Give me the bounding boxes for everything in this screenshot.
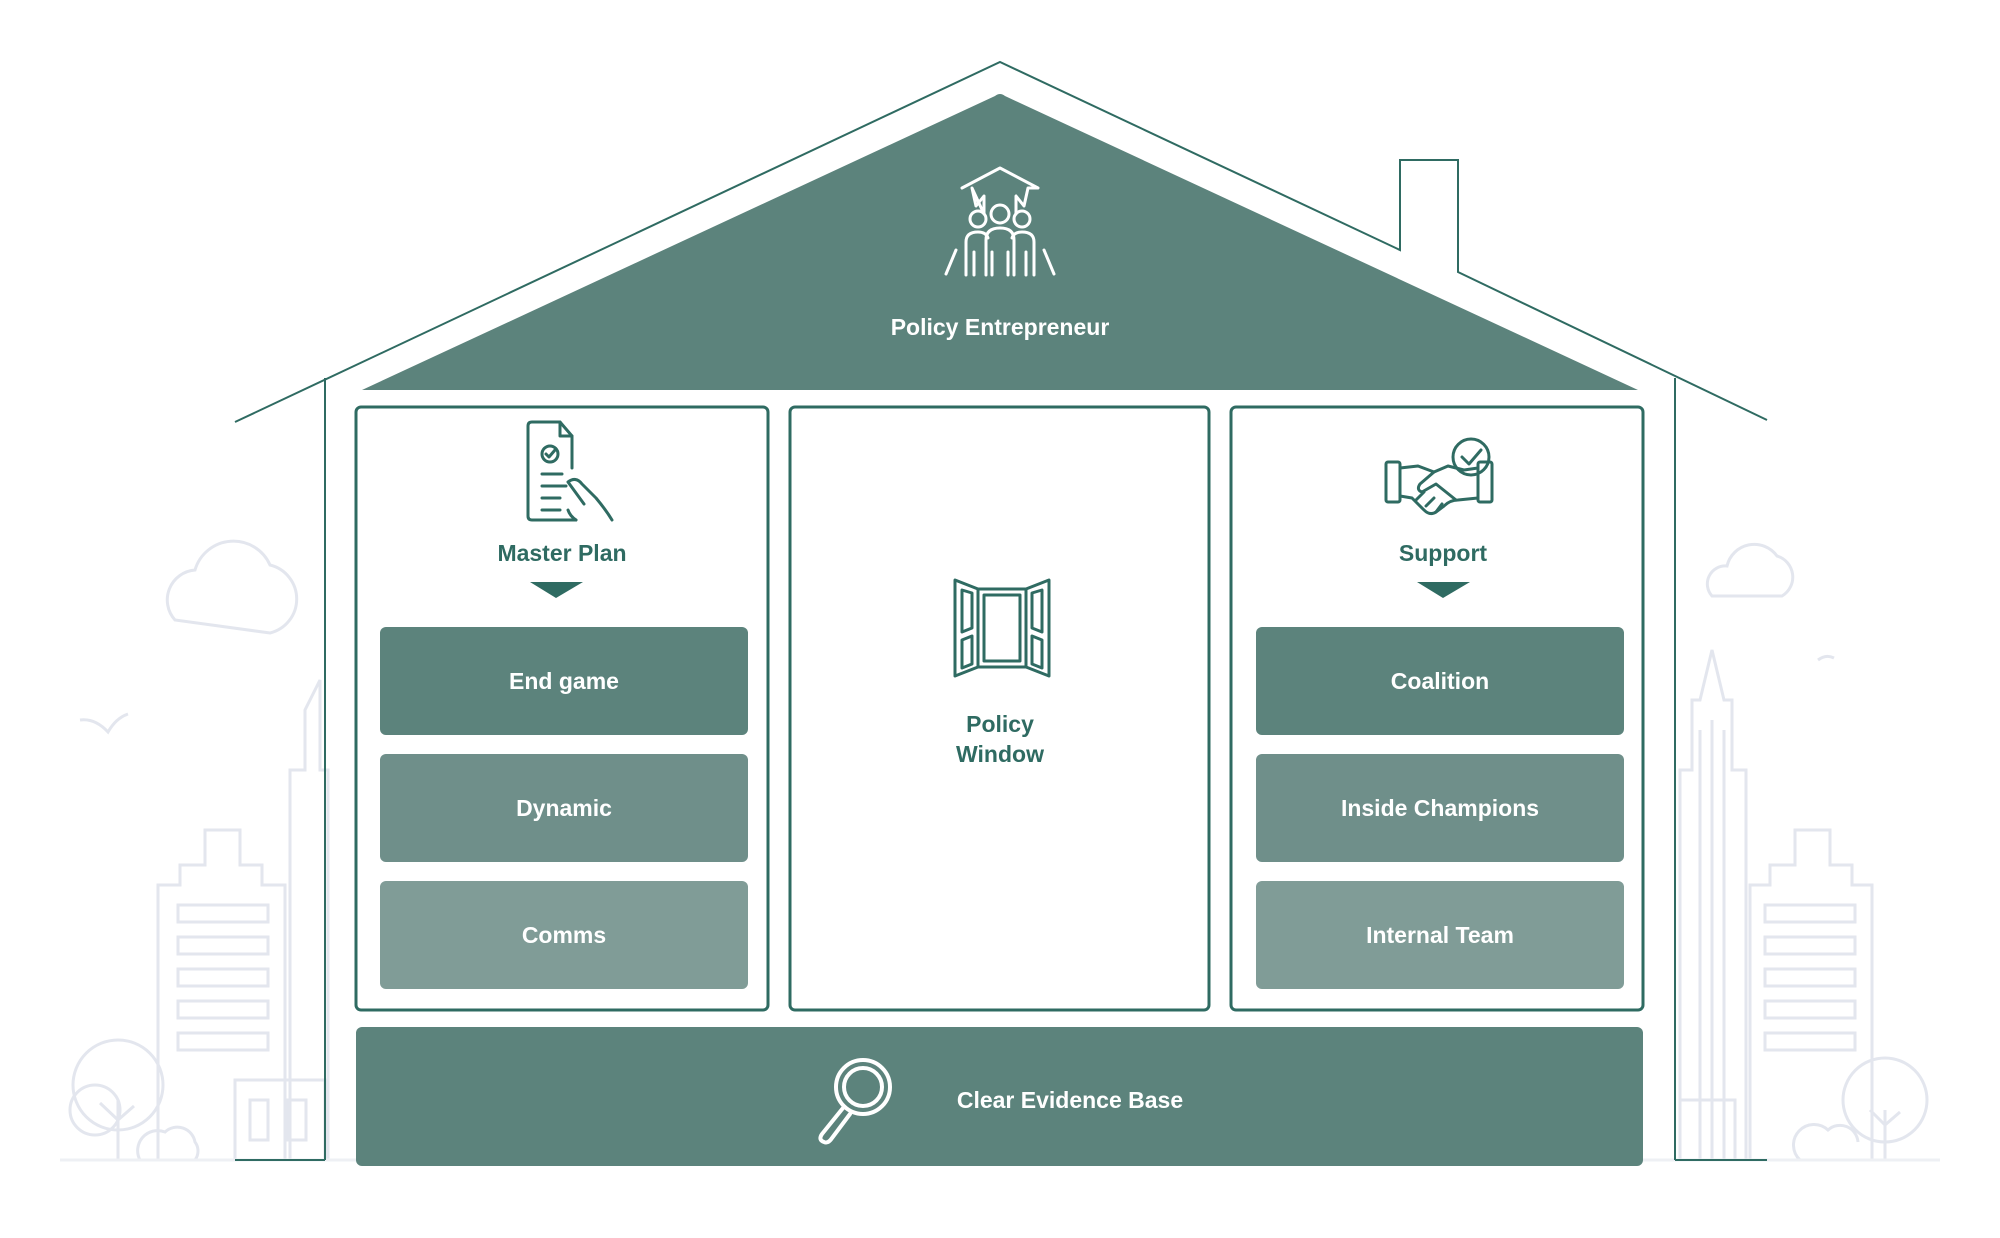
magnifier-icon (818, 1058, 892, 1145)
roof-triangle (362, 94, 1638, 390)
handshake-check-icon (1384, 437, 1494, 516)
policy-window-line1: Policy (966, 711, 1034, 737)
people-up-arrow-icon (944, 166, 1056, 277)
policy-window-line2: Window (956, 741, 1044, 767)
document-check-hand-icon (526, 420, 614, 522)
foundation-title: Clear Evidence Base (956, 1087, 1184, 1113)
roof-title: Policy Entrepreneur (890, 314, 1110, 340)
comms-box: Comms (380, 881, 748, 989)
center-pillar-frame (788, 405, 1211, 1012)
master-plan-title: Master Plan (497, 540, 627, 566)
support-title: Support (1398, 540, 1488, 566)
house-outline (234, 60, 1768, 1161)
open-window-icon (953, 578, 1051, 678)
internal-team-box: Internal Team (1256, 881, 1624, 989)
inside-champions-box: Inside Champions (1256, 754, 1624, 862)
right-chevron-down-icon (1417, 582, 1470, 598)
policy-window-title: Policy Window (800, 709, 1200, 769)
dynamic-box: Dynamic (380, 754, 748, 862)
end-game-box: End game (380, 627, 748, 735)
left-chevron-down-icon (530, 582, 583, 598)
coalition-box: Coalition (1256, 627, 1624, 735)
foundation-bar (356, 1027, 1643, 1166)
